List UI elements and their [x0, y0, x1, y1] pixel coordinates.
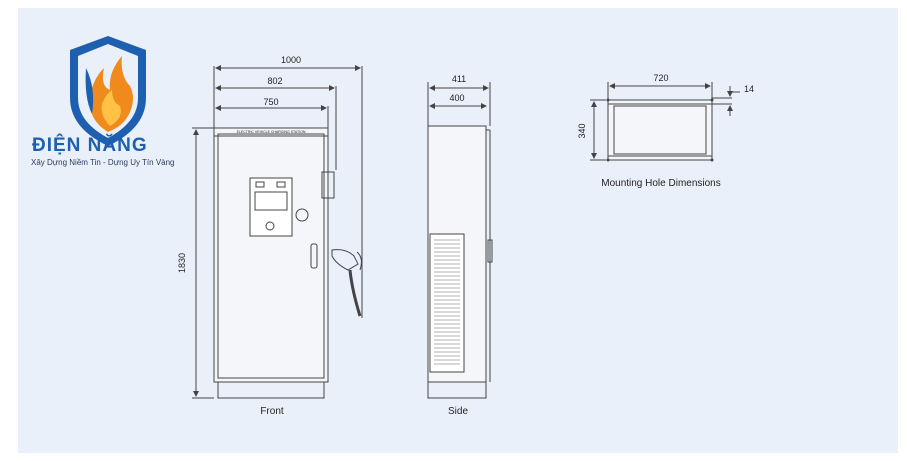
front-dim-height: 1830 [177, 253, 187, 273]
side-dim-411: 411 [452, 74, 466, 84]
mounting-holes [606, 98, 714, 162]
mounting-dim-height: 340 [577, 123, 587, 138]
mounting-hole-view [590, 82, 740, 161]
front-panel-label: ELECTRIC VEHICLE CHARGING STATION [237, 130, 306, 134]
front-view [192, 65, 363, 399]
mounting-dim-width: 720 [653, 73, 668, 83]
mounting-caption: Mounting Hole Dimensions [601, 178, 721, 189]
mounting-dim-offset: 14 [744, 84, 754, 94]
front-dim-750: 750 [263, 97, 278, 107]
brand-tagline: Xây Dựng Niềm Tin - Dựng Uy Tín Vàng [31, 158, 175, 167]
side-vent-grille [434, 239, 460, 365]
front-dim-802: 802 [267, 76, 282, 86]
side-dim-400: 400 [449, 93, 464, 103]
flame-shield-logo [70, 36, 146, 146]
side-view [427, 82, 493, 399]
front-caption: Front [260, 406, 284, 417]
front-dim-overall-width: 1000 [281, 55, 301, 65]
brand-name: ĐIỆN NĂNG [32, 135, 148, 156]
side-caption: Side [448, 406, 468, 417]
